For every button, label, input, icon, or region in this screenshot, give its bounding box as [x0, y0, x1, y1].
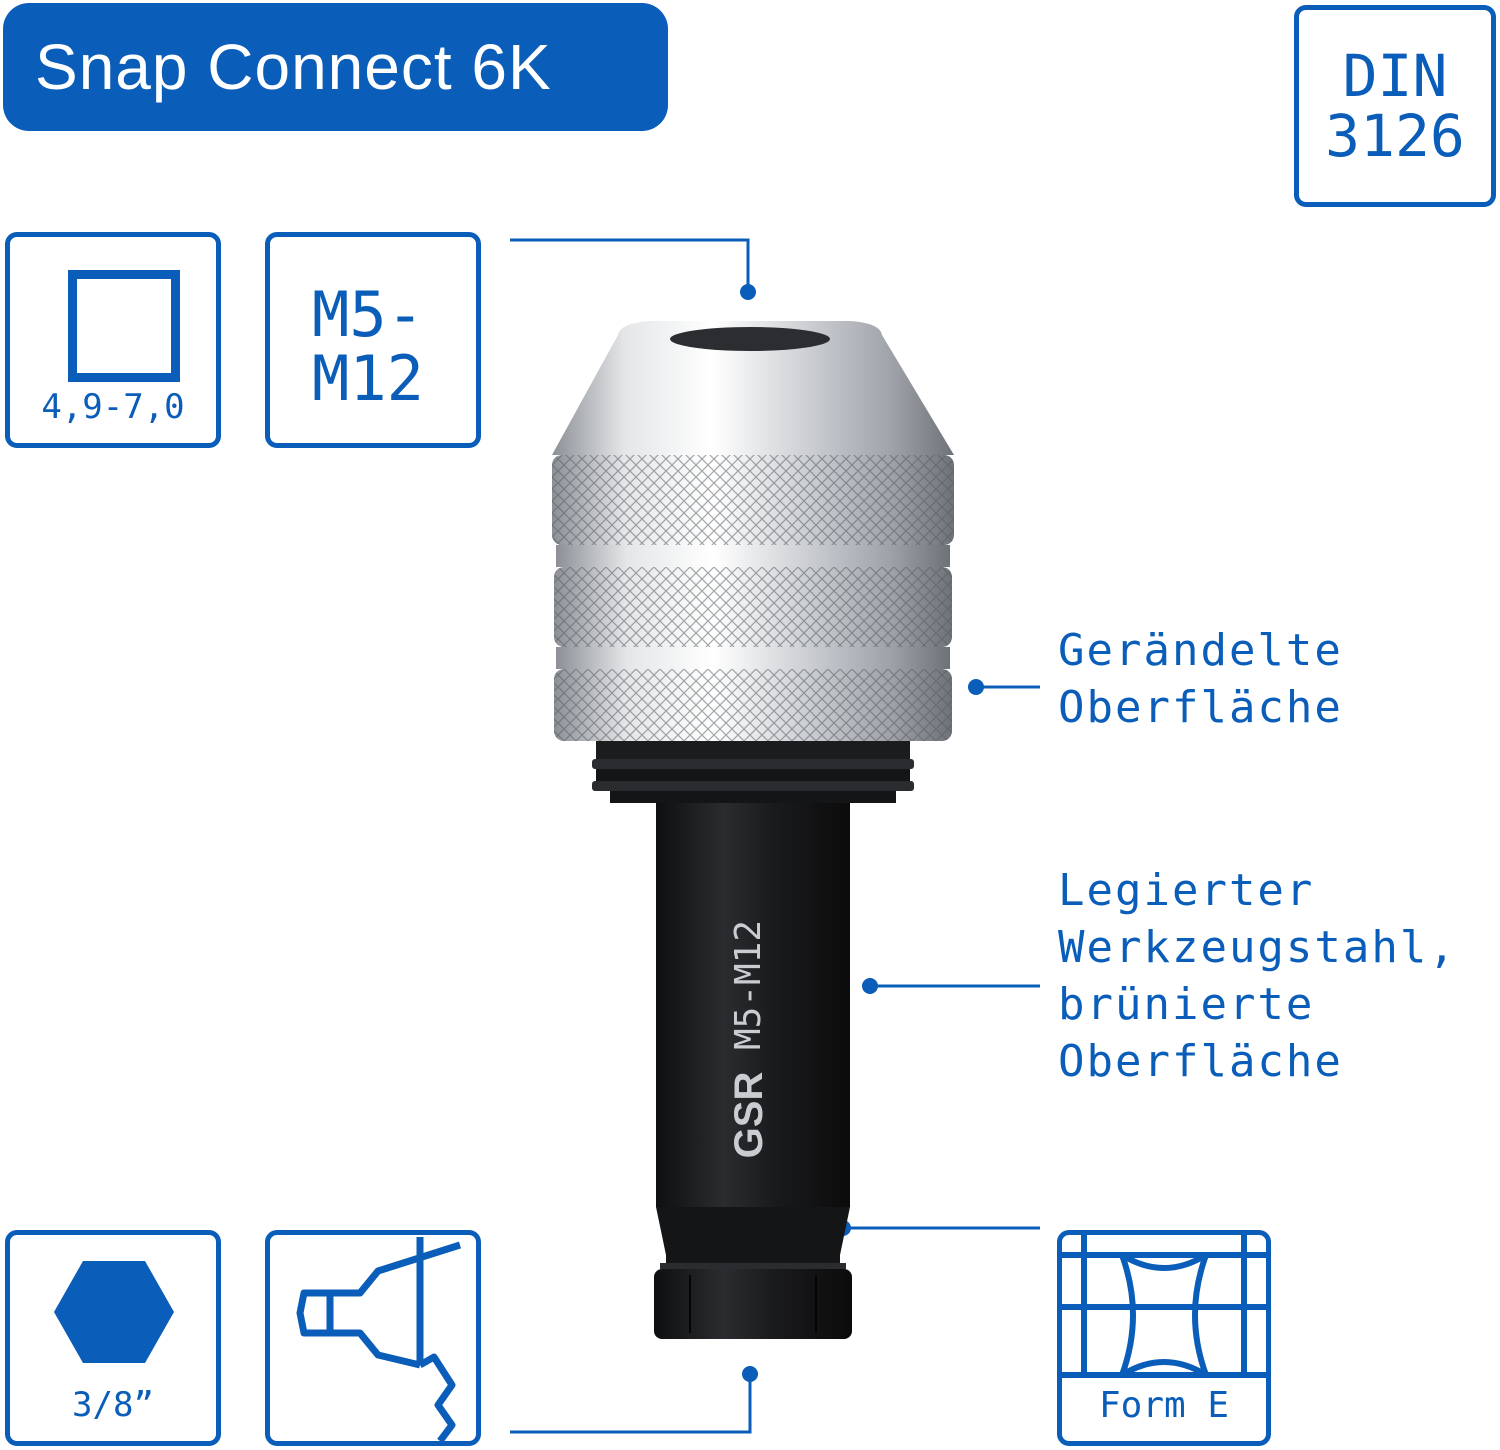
knurled-surface-line1: Gerändelte [1058, 625, 1343, 676]
form-e-profile-icon [1062, 1235, 1266, 1378]
square-range-badge: 4,9-7,0 [5, 232, 221, 448]
form-e-label: Form E [1098, 1385, 1230, 1426]
din-number: 3126 [1325, 102, 1465, 170]
steel-line3: brünierte [1058, 979, 1315, 1030]
hex-size-label: 3/8” [72, 1385, 154, 1425]
steel-line2: Werkzeugstahl, [1058, 922, 1457, 973]
square-icon [68, 270, 180, 382]
din-label: DIN [1342, 42, 1448, 110]
shank-engraving-size: M5-M12 [728, 920, 769, 1050]
hexagon-icon [54, 1261, 174, 1363]
hex-shank-badge: 3/8” [5, 1230, 221, 1446]
thread-range-line1: M5- [312, 278, 424, 351]
product-image: M5-M12 GSR [552, 321, 954, 1339]
knurled-surface-callout: Gerändelte Oberfläche [1058, 622, 1343, 736]
product-title: Snap Connect 6K [3, 3, 668, 131]
din-badge: DIN 3126 [1294, 5, 1496, 207]
form-e-badge: Form E [1057, 1230, 1271, 1446]
thread-range-badge: M5- M12 [265, 232, 481, 448]
impact-drill-badge [265, 1230, 481, 1446]
square-range-label: 4,9-7,0 [41, 387, 185, 427]
impact-drill-icon [296, 1237, 462, 1444]
steel-line1: Legierter [1058, 865, 1315, 916]
steel-callout: Legierter Werkzeugstahl, brünierte Oberf… [1058, 862, 1457, 1090]
shank-engraving-brand: GSR [727, 1072, 771, 1159]
steel-line4: Oberfläche [1058, 1036, 1343, 1087]
knurled-surface-line2: Oberfläche [1058, 682, 1343, 733]
thread-range-line2: M12 [312, 342, 424, 415]
